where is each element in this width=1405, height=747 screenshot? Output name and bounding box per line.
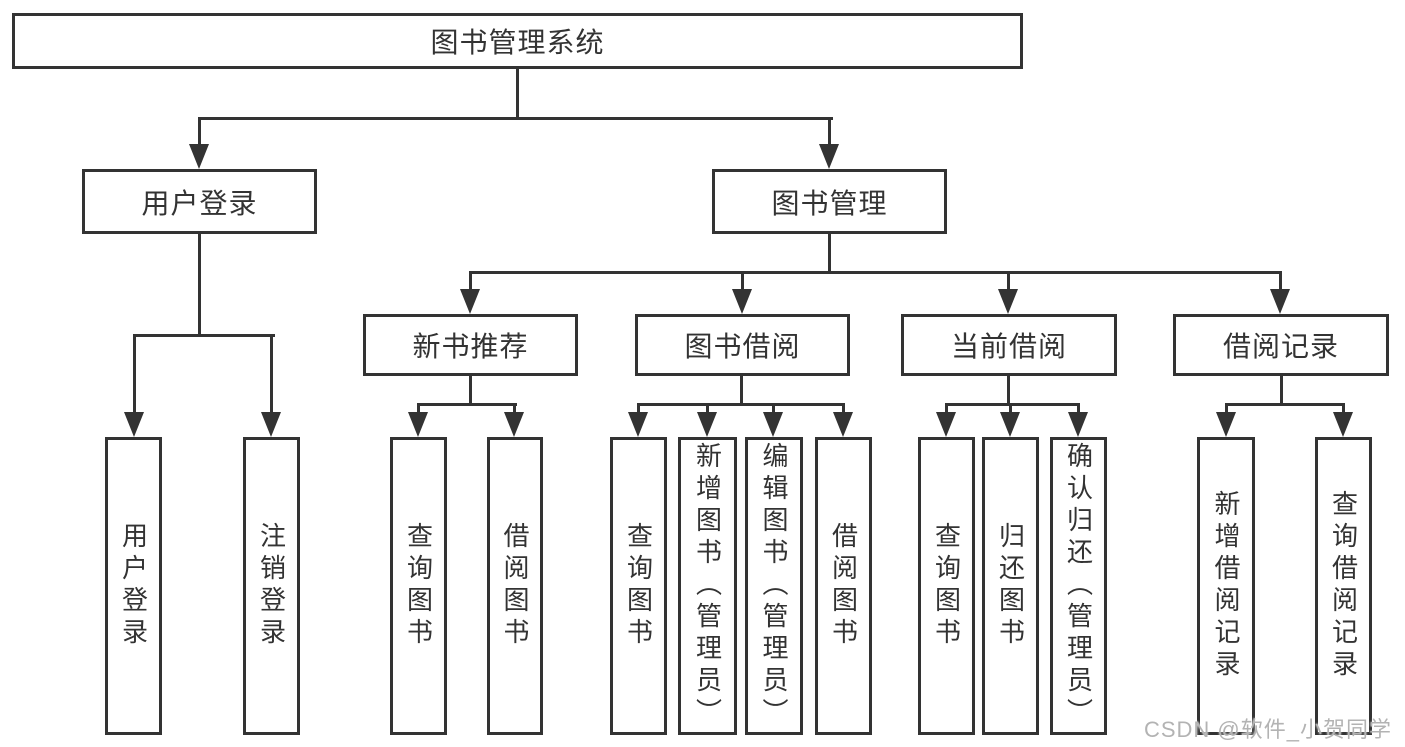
leaf-label: 借阅图书	[500, 522, 530, 650]
arrowhead-down-icon	[833, 412, 853, 437]
connector-line	[417, 403, 420, 413]
arrowhead-down-icon	[124, 412, 144, 437]
arrowhead-down-icon	[763, 412, 783, 437]
node-label: 用户登录	[141, 187, 258, 219]
connector-line	[842, 403, 845, 413]
leaf-logout: 注销登录	[243, 437, 300, 735]
leaf-user-login: 用户登录	[105, 437, 162, 735]
leaf-newbook-borrow-books: 借阅图书	[487, 437, 543, 735]
connector-line	[516, 68, 519, 120]
connector-line	[1077, 403, 1080, 413]
leaf-label: 编辑图书（管理员）	[759, 442, 789, 730]
leaf-borrow-add-books-admin: 新增图书（管理员）	[678, 437, 737, 735]
connector-line	[417, 403, 517, 406]
leaf-label: 确认归还（管理员）	[1063, 442, 1094, 730]
node-book-borrow: 图书借阅	[635, 314, 850, 376]
arrowhead-down-icon	[504, 412, 524, 437]
connector-line	[741, 271, 744, 290]
node-book-management: 图书管理	[712, 169, 947, 234]
connector-line	[637, 403, 640, 413]
arrowhead-down-icon	[732, 289, 752, 314]
connector-line	[706, 403, 709, 413]
arrowhead-down-icon	[819, 144, 839, 169]
connector-line	[198, 117, 833, 120]
connector-line	[828, 117, 831, 145]
arrowhead-down-icon	[1270, 289, 1290, 314]
connector-line	[133, 334, 275, 337]
connector-line	[945, 403, 1080, 406]
connector-line	[1279, 271, 1282, 290]
node-label: 新书推荐	[412, 331, 529, 362]
arrowhead-down-icon	[189, 144, 209, 169]
node-user-login: 用户登录	[82, 169, 317, 234]
leaf-label: 归还图书	[995, 522, 1026, 650]
arrowhead-down-icon	[1333, 412, 1353, 437]
leaf-label: 查询借阅记录	[1328, 490, 1359, 682]
node-label: 图书管理系统	[430, 27, 605, 58]
connector-line	[469, 271, 1282, 274]
connector-line	[1007, 271, 1010, 290]
leaf-current-query-books: 查询图书	[918, 437, 975, 735]
leaf-newbook-query-books: 查询图书	[390, 437, 447, 735]
arrowhead-down-icon	[1068, 412, 1088, 437]
leaf-label: 查询图书	[931, 522, 962, 650]
connector-line	[513, 403, 516, 413]
node-library-management-system: 图书管理系统	[12, 13, 1023, 69]
leaf-current-return-books: 归还图书	[982, 437, 1039, 735]
node-label: 借阅记录	[1222, 331, 1339, 362]
connector-line	[270, 334, 273, 413]
connector-line	[828, 233, 831, 274]
leaf-borrow-edit-books-admin: 编辑图书（管理员）	[745, 437, 803, 735]
arrowhead-down-icon	[1216, 412, 1236, 437]
node-label: 图书借阅	[684, 331, 801, 362]
connector-line	[1225, 403, 1345, 406]
leaf-label: 查询图书	[403, 522, 434, 650]
leaf-record-query-borrow-record: 查询借阅记录	[1315, 437, 1372, 735]
leaf-label: 注销登录	[256, 522, 287, 650]
arrowhead-down-icon	[460, 289, 480, 314]
leaf-current-confirm-return-admin: 确认归还（管理员）	[1050, 437, 1107, 735]
connector-line	[198, 233, 201, 337]
leaf-borrow-borrow-books: 借阅图书	[815, 437, 872, 735]
arrowhead-down-icon	[261, 412, 281, 437]
arrowhead-down-icon	[936, 412, 956, 437]
connector-line	[198, 117, 201, 145]
leaf-label: 新增借阅记录	[1211, 490, 1241, 682]
connector-line	[740, 376, 743, 406]
arrowhead-down-icon	[1000, 412, 1020, 437]
connector-line	[1342, 403, 1345, 413]
leaf-label: 借阅图书	[828, 522, 859, 650]
arrowhead-down-icon	[998, 289, 1018, 314]
arrowhead-down-icon	[408, 412, 428, 437]
connector-line	[945, 403, 948, 413]
connector-line	[469, 376, 472, 406]
node-new-book-recommend: 新书推荐	[363, 314, 578, 376]
arrowhead-down-icon	[628, 412, 648, 437]
node-borrow-record: 借阅记录	[1173, 314, 1389, 376]
connector-line	[1009, 403, 1012, 413]
connector-line	[1280, 376, 1283, 406]
node-label: 当前借阅	[950, 331, 1067, 362]
leaf-label: 查询图书	[623, 522, 654, 650]
connector-line	[1007, 376, 1010, 406]
leaf-record-add-borrow-record: 新增借阅记录	[1197, 437, 1255, 735]
connector-line	[1225, 403, 1228, 413]
connector-line	[133, 334, 136, 413]
leaf-label: 新增图书（管理员）	[692, 442, 723, 730]
leaf-borrow-query-books: 查询图书	[610, 437, 667, 735]
connector-line	[772, 403, 775, 413]
leaf-label: 用户登录	[118, 522, 149, 650]
node-current-borrow: 当前借阅	[901, 314, 1117, 376]
arrowhead-down-icon	[697, 412, 717, 437]
connector-line	[469, 271, 472, 290]
csdn-watermark: CSDN @软件_小贺同学	[1143, 717, 1392, 742]
node-label: 图书管理	[771, 187, 888, 219]
connector-line	[637, 403, 845, 406]
